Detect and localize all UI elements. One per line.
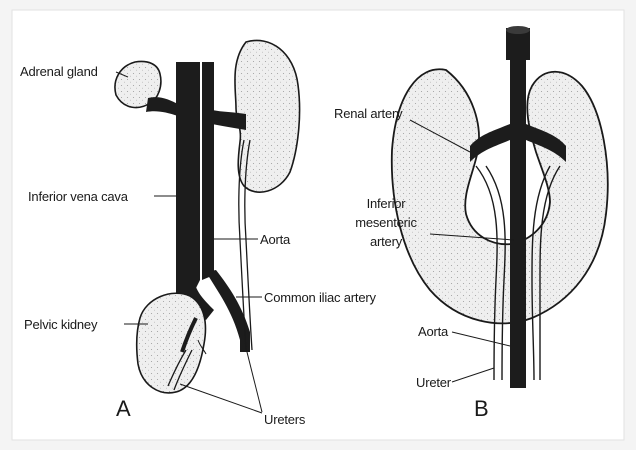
label-aorta-a: Aorta — [260, 232, 290, 247]
label-inferior-vena-cava: Inferior vena cava — [28, 189, 128, 204]
inferior-vena-cava-shape — [176, 62, 200, 300]
figure-frame — [12, 10, 624, 440]
label-aorta-b: Aorta — [418, 324, 448, 339]
label-renal-artery: Renal artery — [334, 106, 402, 121]
label-common-iliac-artery: Common iliac artery — [264, 290, 376, 305]
inferior-mesenteric-artery-shape — [512, 226, 524, 256]
label-ureters: Ureters — [264, 412, 305, 427]
label-pelvic-kidney: Pelvic kidney — [24, 317, 97, 332]
label-ima-line-3: artery — [342, 234, 430, 249]
label-adrenal-gland: Adrenal gland — [20, 64, 98, 79]
label-ureter: Ureter — [416, 375, 451, 390]
label-ima-line-1: Inferior — [342, 196, 430, 211]
panel-letter-b: B — [474, 396, 489, 422]
label-ima-line-2: mesenteric — [342, 215, 430, 230]
label-inferior-mesenteric-artery: Inferior mesenteric artery — [342, 196, 430, 249]
aorta-a-shape — [202, 62, 214, 280]
panel-letter-a: A — [116, 396, 131, 422]
